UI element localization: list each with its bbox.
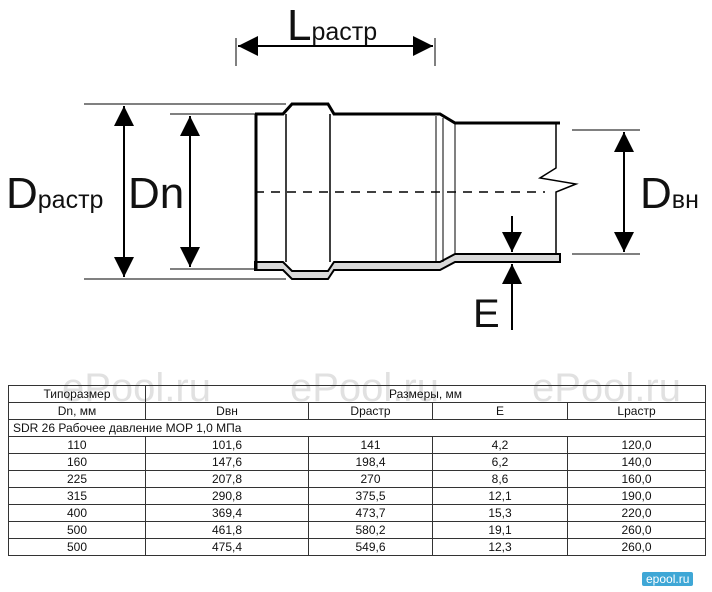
section-row: SDR 26 Рабочее давление MOP 1,0 МПа — [7, 419, 707, 437]
table-cell: 475,4 — [145, 538, 309, 556]
table-cell: 6,2 — [432, 453, 568, 471]
table-cell: 473,7 — [308, 504, 433, 522]
table-cell: 315 — [8, 487, 146, 505]
table-cell: 500 — [8, 521, 146, 539]
table-cell: 198,4 — [308, 453, 433, 471]
col-header-e: E — [432, 402, 568, 420]
label-e: E — [473, 292, 500, 336]
label-drastr-sub: растр — [37, 186, 104, 214]
col-header-lrastr: Lрастр — [566, 402, 707, 420]
col-header-dvn: Dвн — [145, 402, 309, 420]
header-row-2: Dn, мм Dвн Dраcтр E Lрастр — [8, 402, 707, 420]
table-cell: 290,8 — [145, 487, 309, 505]
header-razmery: Размеры, мм — [144, 385, 707, 403]
table-cell: 140,0 — [566, 453, 707, 471]
table-cell: 19,1 — [432, 521, 568, 539]
table-cell: 260,0 — [566, 521, 707, 539]
table-cell: 225 — [8, 470, 146, 488]
table-cell: 461,8 — [145, 521, 309, 539]
epool-logo: epool.ru — [642, 572, 694, 586]
table-cell: 141 — [308, 436, 433, 454]
header-row-1: Типоразмер Размеры, мм — [8, 385, 707, 403]
col-header-dn: Dn, мм — [8, 402, 146, 420]
table-cell: 8,6 — [432, 470, 568, 488]
section-title: SDR 26 Рабочее давление MOP 1,0 МПа — [7, 419, 707, 437]
pipe-socket-drawing — [84, 36, 640, 330]
label-drastr-main: D — [6, 169, 38, 218]
table-cell: 580,2 — [308, 521, 433, 539]
table-cell: 260,0 — [566, 538, 707, 556]
label-dvn-main: D — [640, 169, 672, 218]
table-cell: 207,8 — [145, 470, 309, 488]
table-cell: 4,2 — [432, 436, 568, 454]
label-lrastr-sub: растр — [311, 18, 378, 46]
table-cell: 369,4 — [145, 504, 309, 522]
table-cell: 500 — [8, 538, 146, 556]
table-cell: 160 — [8, 453, 146, 471]
table-cell: 160,0 — [566, 470, 707, 488]
label-dvn: Dвн — [640, 172, 699, 216]
table-cell: 400 — [8, 504, 146, 522]
table-cell: 147,6 — [145, 453, 309, 471]
table-cell: 12,1 — [432, 487, 568, 505]
label-lrastr: Lрастр — [287, 4, 377, 48]
table-cell: 12,3 — [432, 538, 568, 556]
table-cell: 220,0 — [566, 504, 707, 522]
pipe-break-mark — [537, 123, 579, 254]
table-cell: 110 — [8, 436, 146, 454]
spec-table: Типоразмер Размеры, мм Dn, мм Dвн Dраcтр… — [7, 385, 707, 556]
label-drastr: Dрастр — [6, 172, 103, 216]
table-cell: 120,0 — [566, 436, 707, 454]
table-cell: 190,0 — [566, 487, 707, 505]
table-cell: 270 — [308, 470, 433, 488]
col-header-drastr: Dраcтр — [308, 402, 433, 420]
table-cell: 101,6 — [145, 436, 309, 454]
table-cell: 375,5 — [308, 487, 433, 505]
pipe-outline-top — [255, 102, 560, 125]
header-tiporazmer: Типоразмер — [8, 385, 146, 403]
label-lrastr-main: L — [287, 1, 312, 50]
table-cell: 15,3 — [432, 504, 568, 522]
label-dn: Dn — [128, 169, 185, 218]
table-cell: 549,6 — [308, 538, 433, 556]
pipe-wall-bottom — [254, 253, 561, 280]
label-dvn-sub: вн — [671, 186, 699, 214]
spec-table-body: Типоразмер Размеры, мм Dn, мм Dвн Dраcтр… — [7, 385, 707, 556]
